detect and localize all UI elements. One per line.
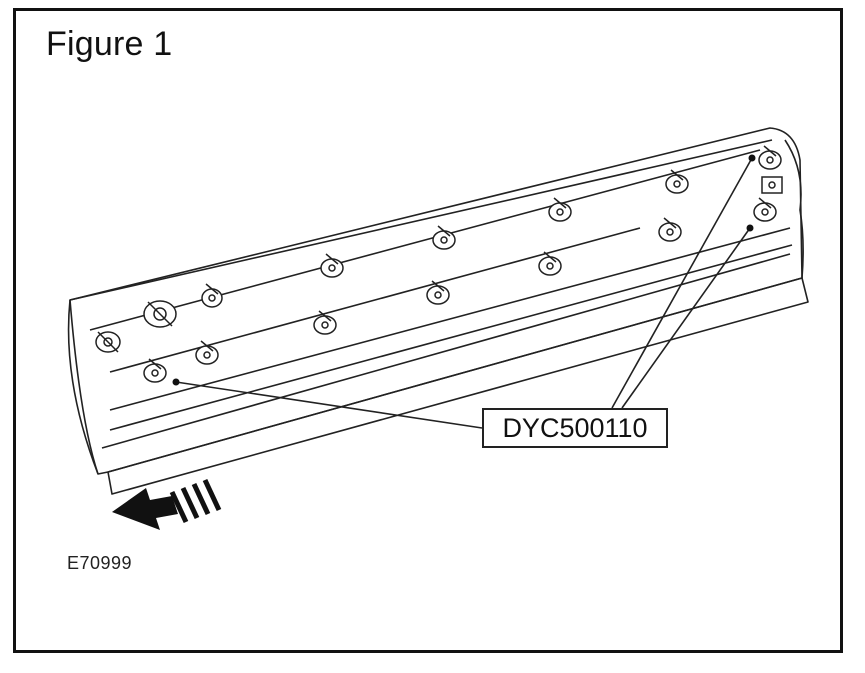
leader-line xyxy=(611,157,753,409)
clip-icon xyxy=(95,331,121,353)
clip-icon xyxy=(201,283,223,308)
clip-icon xyxy=(548,197,572,222)
panel-lower-lip xyxy=(101,253,791,449)
clip-icon xyxy=(753,197,777,222)
clip-icon xyxy=(538,251,562,276)
image-id-label: E70999 xyxy=(67,553,133,573)
clip-icon xyxy=(313,310,337,335)
panel-lower-lip-edge xyxy=(107,277,809,495)
moulding-line-3 xyxy=(109,227,641,373)
moulding-line-1 xyxy=(109,227,791,411)
clip-icon xyxy=(432,225,456,250)
leader-line xyxy=(621,227,751,409)
leader-dot xyxy=(746,224,754,232)
clip-icon xyxy=(761,176,783,194)
part-number-callout: DYC500110 xyxy=(482,408,668,448)
leader-dot xyxy=(172,378,180,386)
clip-icon xyxy=(195,340,219,365)
moulding-line-2 xyxy=(109,244,793,431)
moulding-line-4 xyxy=(89,149,761,331)
leader-line xyxy=(175,381,483,429)
clip-icon xyxy=(758,145,782,170)
clip-icon xyxy=(426,280,450,305)
panel-right-end xyxy=(784,139,804,279)
panel-top-edge xyxy=(69,139,773,301)
direction-arrow-icon xyxy=(112,478,222,530)
clip-icon xyxy=(658,217,682,242)
clip-icon xyxy=(143,300,177,328)
leader-dot xyxy=(748,154,756,162)
figure-title: Figure 1 xyxy=(46,25,173,63)
clip-icon xyxy=(320,253,344,278)
panel-left-end xyxy=(67,299,99,475)
clip-icon xyxy=(143,358,167,383)
clip-icon xyxy=(665,169,689,194)
